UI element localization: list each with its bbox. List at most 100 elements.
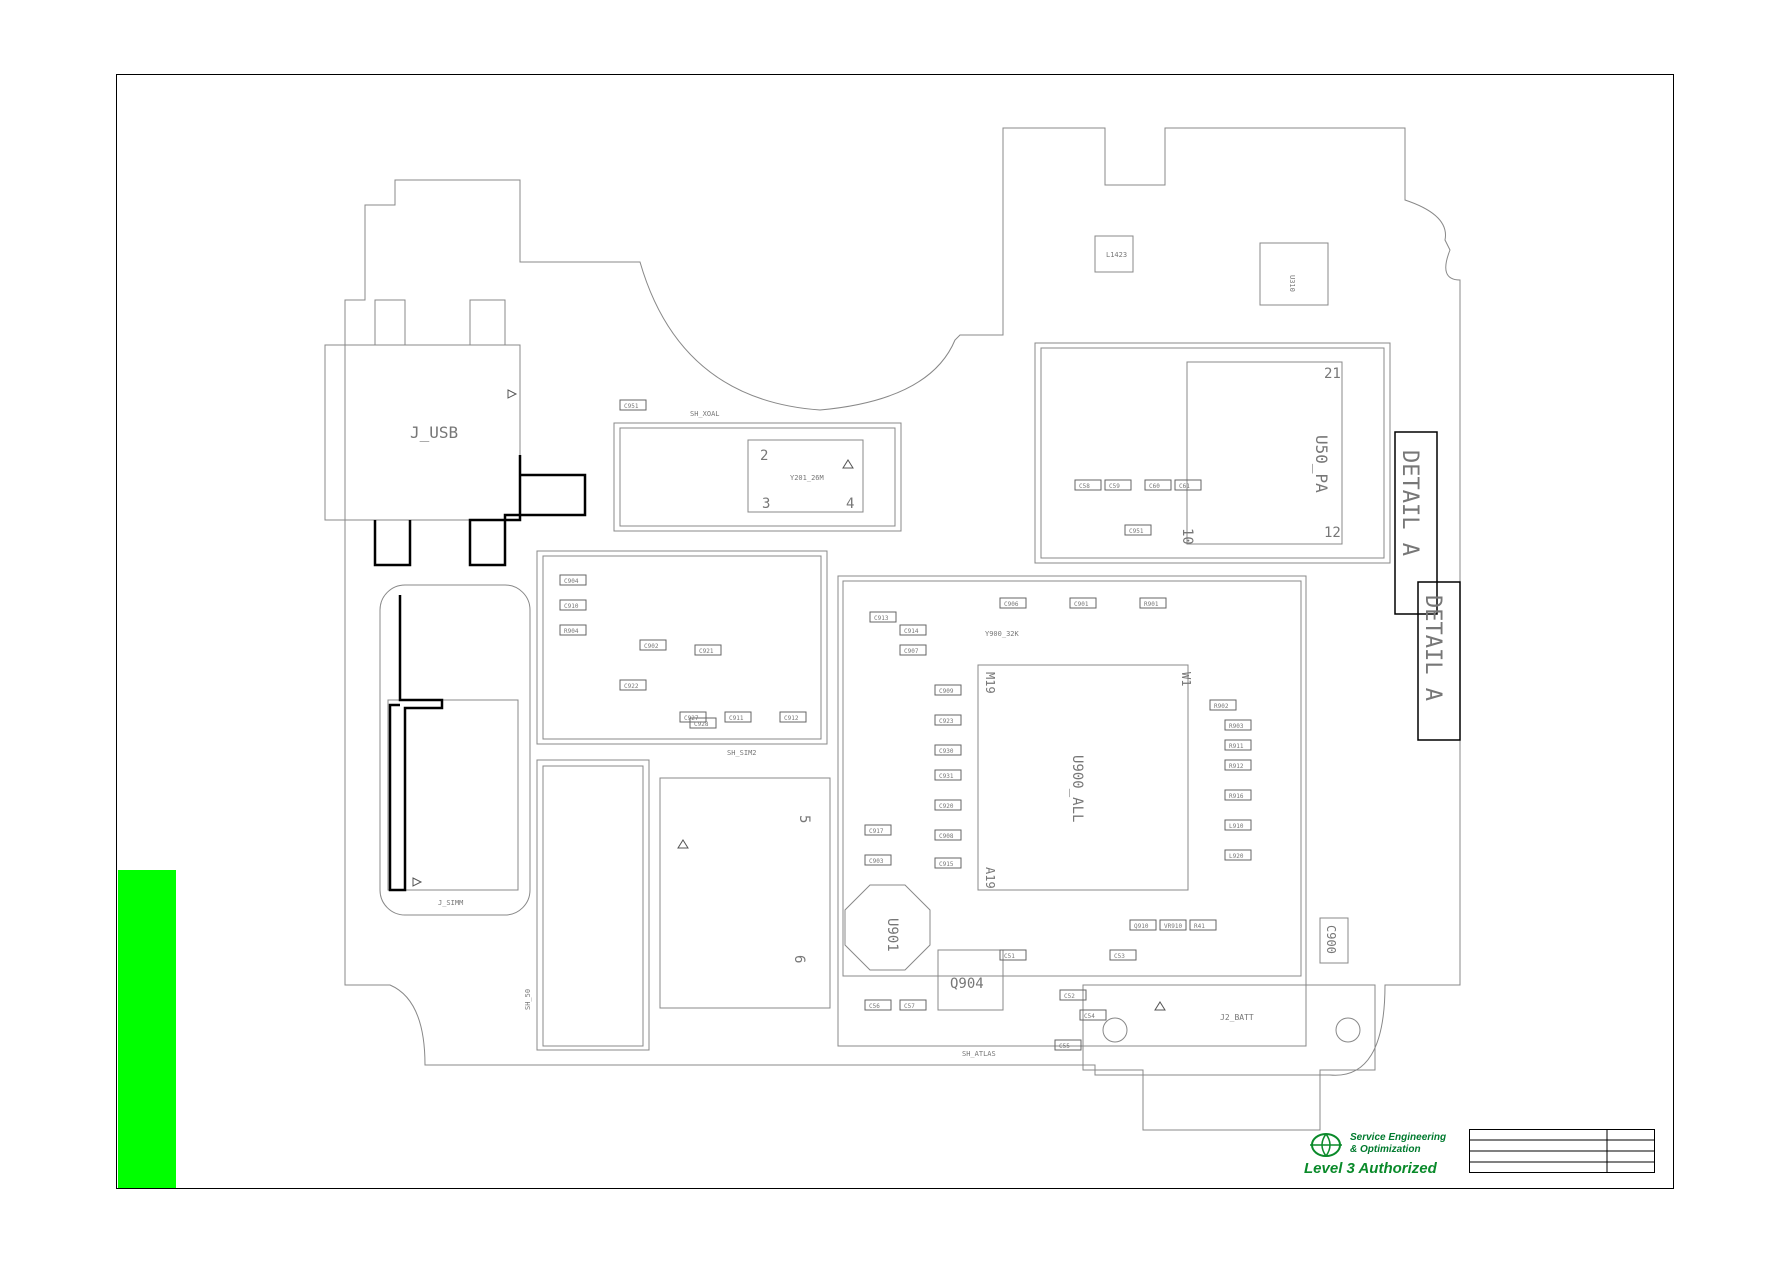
- label-c900: C900: [1324, 925, 1338, 954]
- pin-5: 5: [796, 815, 812, 823]
- component-footprint: [864, 999, 892, 1011]
- component-label: R916: [1229, 793, 1244, 800]
- component-label: C910: [564, 603, 579, 610]
- drawing-frame: [116, 74, 1674, 1189]
- component-label: C928: [694, 721, 709, 728]
- component-label: C923: [939, 718, 954, 725]
- component-label: C56: [869, 1003, 880, 1010]
- component-label: R901: [1144, 601, 1159, 608]
- component-footprint: [1109, 949, 1137, 961]
- logo-line-2: & Optimization: [1350, 1144, 1421, 1155]
- component-label: C951: [1129, 528, 1144, 535]
- component-footprint: [1224, 789, 1252, 801]
- component-footprint: [999, 949, 1027, 961]
- component-footprint: [1069, 597, 1097, 609]
- component-label: C915: [939, 861, 954, 868]
- component-label: C901: [1074, 601, 1089, 608]
- label-u50: U50_PA: [1312, 435, 1331, 493]
- component-label: C909: [939, 688, 954, 695]
- label-u310: U310: [1288, 275, 1296, 292]
- label-j-usb: J_USB: [410, 423, 458, 442]
- component-label: C951: [624, 403, 639, 410]
- component-footprint: [899, 644, 927, 656]
- component-footprint: [1059, 989, 1087, 1001]
- pin-2: 2: [760, 448, 768, 464]
- component-label: C60: [1149, 483, 1160, 490]
- pin-6: 6: [791, 955, 807, 963]
- component-footprint: [934, 799, 962, 811]
- component-label: R902: [1214, 703, 1229, 710]
- label-j2-batt: J2_BATT: [1220, 1013, 1254, 1022]
- label-u901: U901: [884, 918, 900, 952]
- component-footprint: [694, 644, 722, 656]
- label-simm: J_SIMM: [438, 899, 463, 907]
- component-footprint: [999, 597, 1027, 609]
- component-label: C55: [1059, 1043, 1070, 1050]
- component-label: C912: [784, 715, 799, 722]
- component-label: R41: [1194, 923, 1205, 930]
- component-footprint: [1159, 919, 1187, 931]
- component-footprint: [899, 999, 927, 1011]
- component-footprint: [559, 574, 587, 586]
- component-footprint: [864, 854, 892, 866]
- usb-highlight: [468, 455, 587, 567]
- component-footprint: [724, 711, 752, 723]
- component-label: C908: [939, 833, 954, 840]
- simm-highlight: [388, 595, 444, 892]
- component-footprint: [934, 714, 962, 726]
- component-label: C922: [624, 683, 639, 690]
- component-label: C913: [874, 615, 889, 622]
- component-footprint: [559, 599, 587, 611]
- label-sh-50: SH_50: [524, 989, 532, 1010]
- label-sh-sim2: SH_SIM2: [727, 749, 757, 757]
- component-label: C930: [939, 748, 954, 755]
- component-label: R911: [1229, 743, 1244, 750]
- component-footprint: [559, 624, 587, 636]
- component-label: C920: [939, 803, 954, 810]
- pin-4: 4: [846, 496, 854, 512]
- component-label: C917: [869, 828, 884, 835]
- label-l1423: L1423: [1106, 251, 1127, 259]
- label-y900: Y900_32K: [985, 630, 1020, 638]
- component-label: C911: [729, 715, 744, 722]
- title-block: [1469, 1129, 1655, 1173]
- component-footprint: [1129, 919, 1157, 931]
- component-footprint: [1124, 524, 1152, 536]
- label-q904: Q904: [950, 976, 984, 992]
- component-label: C902: [644, 643, 659, 650]
- component-footprint: [1139, 597, 1167, 609]
- component-label: C53: [1114, 953, 1125, 960]
- component-label: R912: [1229, 763, 1244, 770]
- component-footprint: [1209, 699, 1237, 711]
- component-label: R903: [1229, 723, 1244, 730]
- component-footprint: [1174, 479, 1202, 491]
- service-logo: Service Engineering & Optimization Level…: [1300, 1128, 1470, 1180]
- component-footprint: [1224, 719, 1252, 731]
- component-label: L920: [1229, 853, 1244, 860]
- component-footprint: [1224, 849, 1252, 861]
- label-sh-atlas: SH_ATLAS: [962, 1050, 996, 1058]
- component-label: C57: [904, 1003, 915, 1010]
- component-label: C51: [1004, 953, 1015, 960]
- label-sh-xoal: SH_XOAL: [690, 410, 720, 418]
- component-footprint: [679, 711, 707, 723]
- component-footprint: [689, 717, 717, 729]
- component-footprint: [1104, 479, 1132, 491]
- globe-icon: [1310, 1133, 1342, 1157]
- pin-3: 3: [762, 496, 770, 512]
- label-detail-a2: DETAIL A: [1420, 595, 1445, 701]
- logo-line-1: Service Engineering: [1350, 1132, 1447, 1143]
- component-footprint: [864, 824, 892, 836]
- component-footprint: [1224, 819, 1252, 831]
- component-label: C906: [1004, 601, 1019, 608]
- component-footprint: [1079, 1009, 1107, 1021]
- pin-10: 10: [1179, 528, 1195, 545]
- component-label: L910: [1229, 823, 1244, 830]
- component-footprint: [1054, 1039, 1082, 1051]
- component-label: Q910: [1134, 923, 1149, 930]
- green-side-bar: [118, 870, 176, 1188]
- components-group: C951C904C910R904C902C921C922C927C928C911…: [559, 399, 1252, 1051]
- component-label: R904: [564, 628, 579, 635]
